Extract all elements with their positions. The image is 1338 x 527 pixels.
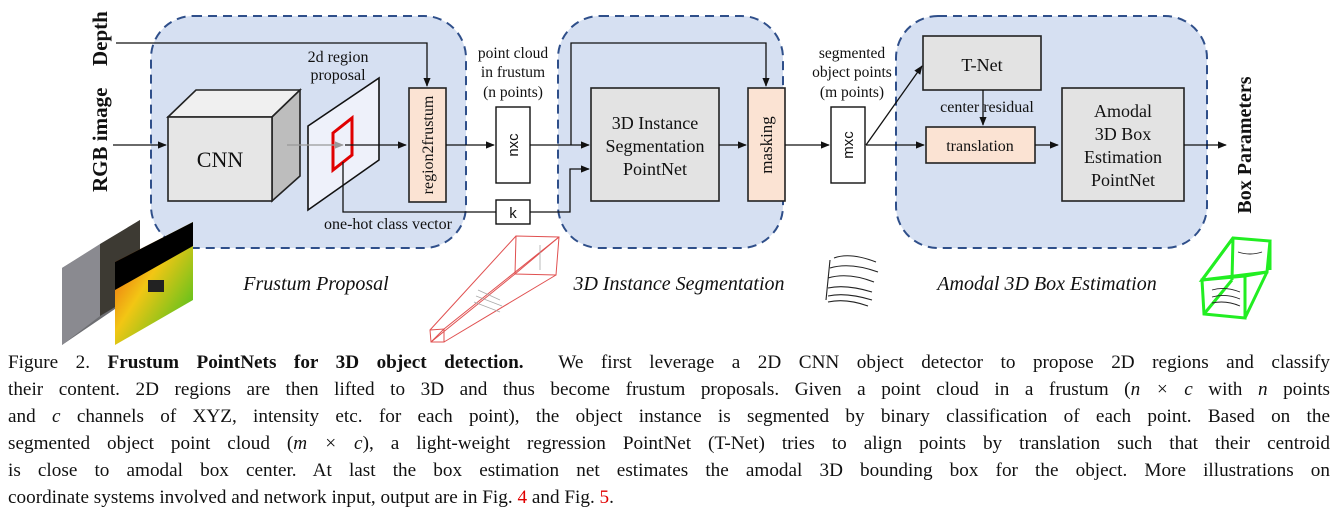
caption-line-6: coordinate systems involved and network … — [8, 484, 1330, 511]
nxc-tensor — [495, 106, 531, 184]
stage-title-box-estimation: Amodal 3D Box Estimation — [935, 273, 1156, 295]
caption-text-2: their content. 2D regions are then lifte… — [8, 379, 1131, 400]
box-estimation-block — [1061, 87, 1185, 202]
depth-input-label: Depth — [88, 11, 112, 66]
center-residual-label: center residual — [940, 99, 1034, 116]
box-estimation-label-1: Amodal — [1094, 101, 1152, 121]
segmentation-label-1: 3D Instance — [612, 113, 698, 133]
math-c: c — [52, 406, 61, 427]
nxc-label: nxc — [505, 133, 522, 157]
math-n-times-c: n × c — [1130, 379, 1193, 400]
cnn-label: CNN — [197, 147, 244, 172]
nxc-to-masking-arrow — [570, 42, 770, 145]
box3d-illustration — [1198, 236, 1272, 320]
k-to-segmentation-arrow — [530, 165, 590, 213]
region2frustum-block — [408, 87, 447, 203]
translation-block — [925, 126, 1036, 164]
segmented-label-1: segmented — [819, 45, 886, 62]
mxc-label: mxc — [840, 131, 857, 159]
math-m-times-c: m × c — [293, 433, 363, 454]
caption-line-4: segmented object point cloud (m × c), a … — [8, 430, 1330, 457]
rgb-input-label: RGB image — [88, 88, 112, 192]
segmentation-pointnet-block — [590, 87, 720, 202]
segmentation-label-2: Segmentation — [606, 136, 705, 156]
caption-line-2: their content. 2D regions are then lifte… — [8, 376, 1330, 403]
box-estimation-label-4: PointNet — [1091, 170, 1155, 190]
caption-text-11: and Fig. — [527, 487, 600, 508]
mxc-tensor — [830, 106, 866, 184]
masking-block — [747, 87, 786, 202]
one-hot-line — [342, 162, 496, 213]
caption-text-5: and — [8, 406, 52, 427]
point-cloud-label-2: in frustum — [481, 64, 545, 81]
segmentation-label-3: PointNet — [623, 159, 687, 179]
mxc-to-tnet-arrow — [865, 65, 923, 146]
rgb-depth-thumbnails — [62, 220, 193, 345]
tnet-label: T-Net — [961, 55, 1002, 75]
region2frustum-label: region2frustum — [420, 95, 437, 194]
stage-title-instance-segmentation: 3D Instance Segmentation — [572, 273, 784, 295]
depth-arrow — [116, 42, 431, 87]
stage-title-frustum-proposal: Frustum Proposal — [242, 273, 389, 295]
caption-line-3: and c channels of XYZ, intensity etc. fo… — [8, 403, 1330, 430]
caption-text-9: is close to amodal box center. At last t… — [8, 460, 1330, 481]
caption-text-8: ), a light-weight regression PointNet (T… — [362, 433, 1330, 454]
translation-label: translation — [946, 138, 1014, 155]
caption-text-3: with — [1192, 379, 1258, 400]
one-hot-label: one-hot class vector — [324, 216, 453, 233]
point-cloud-label-1: point cloud — [478, 45, 548, 62]
masking-label: masking — [757, 116, 776, 174]
region-box-red — [331, 114, 354, 174]
box-parameters-label: Box Parameters — [1234, 76, 1256, 213]
figure-caption: Figure 2. Frustum PointNets for 3D objec… — [8, 349, 1330, 511]
caption-line-5: is close to amodal box center. At last t… — [8, 457, 1330, 484]
region-proposal-label-1: 2d region — [308, 49, 369, 66]
segmented-label-3: (m points) — [820, 84, 884, 101]
k-label: k — [509, 205, 517, 222]
frustum-pointnets-diagram: Depth RGB image CNN 2d region proposal o… — [62, 11, 1272, 345]
segmented-label-2: object points — [812, 64, 892, 81]
box-estimation-label-2: 3D Box — [1095, 124, 1152, 144]
fig-4-link[interactable]: 4 — [517, 487, 528, 508]
caption-title: Frustum PointNets for 3D object detectio… — [107, 352, 524, 373]
cnn-block: CNN — [166, 88, 302, 203]
frustum-illustration — [429, 235, 560, 343]
caption-text-6: channels of XYZ, intensity etc. for each… — [60, 406, 1330, 427]
fig-5-link[interactable]: 5 — [599, 487, 610, 508]
caption-text-12: . — [609, 487, 614, 508]
caption-text-7: segmented object point cloud ( — [8, 433, 294, 454]
box-estimation-label-3: Estimation — [1084, 147, 1162, 167]
math-n: n — [1257, 379, 1268, 400]
point-cloud-label-3: (n points) — [483, 84, 543, 101]
caption-line-1: Figure 2. Frustum PointNets for 3D objec… — [8, 349, 1330, 376]
segmented-points-illustration — [825, 255, 879, 307]
region-proposal-label-2: proposal — [310, 67, 366, 84]
caption-text-10: coordinate systems involved and network … — [8, 487, 518, 508]
figure-label: Figure 2. — [8, 352, 91, 373]
tnet-block — [922, 35, 1042, 91]
caption-text-4: points — [1267, 379, 1330, 400]
caption-text-1: We first leverage a 2D CNN object detect… — [558, 352, 1331, 373]
